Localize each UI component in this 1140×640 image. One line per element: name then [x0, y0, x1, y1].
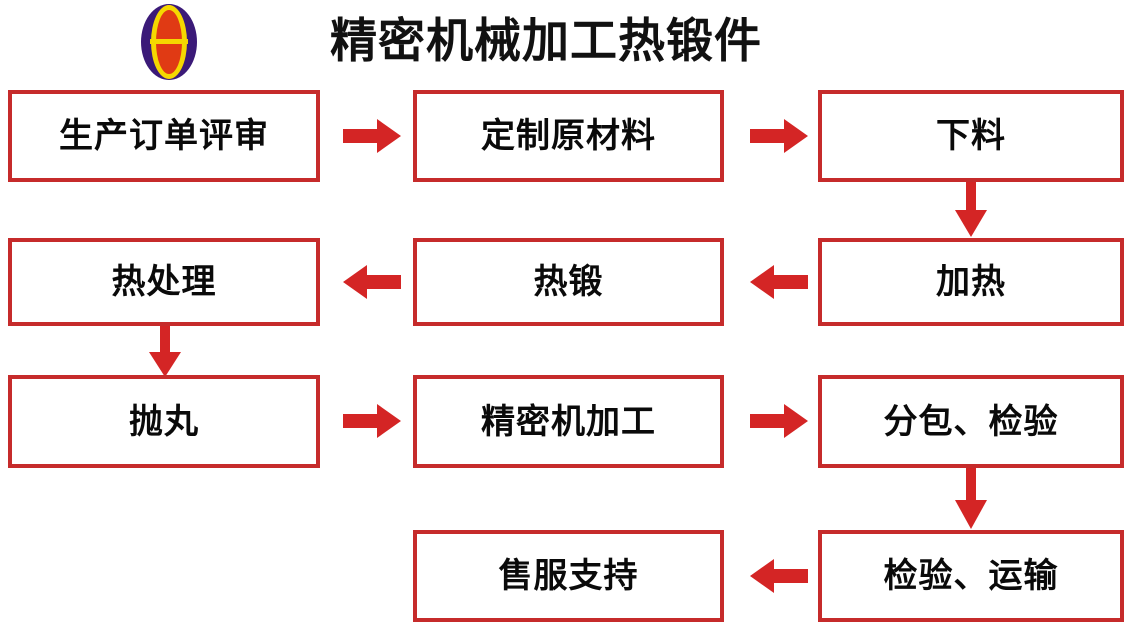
flow-node-label: 检验、运输: [883, 557, 1059, 595]
flow-node-label: 热处理: [111, 263, 217, 301]
page-header: 精密机械加工热锻件: [0, 0, 1140, 86]
flow-node-heating[interactable]: 加热: [818, 238, 1124, 326]
flow-node-label: 加热: [936, 263, 1006, 301]
arrow-right-icon: [341, 116, 403, 156]
flow-node-shot-blasting[interactable]: 抛丸: [8, 375, 320, 468]
flow-node-label: 抛丸: [129, 402, 199, 441]
arrow-left-icon: [341, 262, 403, 302]
flow-node-hot-forging[interactable]: 热锻: [413, 238, 724, 326]
arrow-left-icon: [748, 556, 810, 596]
arrow-right-icon: [748, 401, 810, 441]
company-logo-theta-emblem: [129, 2, 209, 82]
flow-node-label: 生产订单评审: [59, 117, 269, 155]
arrow-down-icon: [145, 326, 185, 378]
arrow-right-icon: [341, 401, 403, 441]
flow-node-custom-raw-material[interactable]: 定制原材料: [413, 90, 724, 182]
flow-node-inspection-transport[interactable]: 检验、运输: [818, 530, 1124, 622]
flow-node-after-sales-support[interactable]: 售服支持: [413, 530, 724, 622]
page-title: 精密机械加工热锻件: [330, 14, 762, 67]
flow-node-label: 热锻: [533, 263, 604, 301]
flow-node-cutting[interactable]: 下料: [818, 90, 1124, 182]
flow-node-heat-treatment[interactable]: 热处理: [8, 238, 320, 326]
flow-node-label: 精密机加工: [481, 402, 656, 441]
flow-node-subcontract-inspection[interactable]: 分包、检验: [818, 375, 1124, 468]
flow-node-label: 定制原材料: [481, 117, 656, 155]
arrow-right-icon: [748, 116, 810, 156]
flow-node-label: 分包、检验: [883, 402, 1059, 441]
arrow-left-icon: [748, 262, 810, 302]
flow-node-label: 下料: [936, 117, 1006, 155]
arrow-down-icon: [951, 182, 991, 238]
flow-node-precision-machining[interactable]: 精密机加工: [413, 375, 724, 468]
flow-node-production-order-review[interactable]: 生产订单评审: [8, 90, 320, 182]
arrow-down-icon: [951, 468, 991, 530]
flow-node-label: 售服支持: [498, 557, 639, 595]
